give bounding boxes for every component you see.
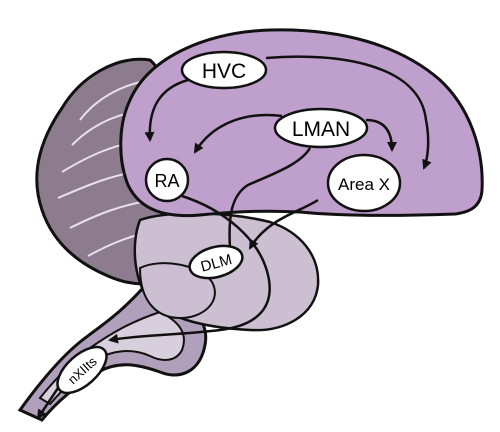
node-lman: LMAN xyxy=(273,107,369,149)
node-dlm: DLM xyxy=(188,244,244,280)
arrow-hvc-to-area-x xyxy=(265,55,432,170)
node-ra-label: RA xyxy=(154,171,179,191)
node-ra: RA xyxy=(144,157,190,203)
arrow-lman-to-area-x xyxy=(365,118,397,152)
node-area-x-label: Area X xyxy=(338,175,390,194)
arrow-nxiits-out xyxy=(36,384,62,420)
arrow-ra-to-nxiits xyxy=(108,194,271,344)
connections xyxy=(36,55,432,420)
node-hvc-label: HVC xyxy=(202,60,246,83)
arrow-hvc-to-ra xyxy=(144,78,189,142)
node-lman-label: LMAN xyxy=(292,118,350,141)
arrow-lman-to-ra xyxy=(193,113,283,154)
arrow-area-x-to-dlm xyxy=(248,198,319,250)
node-area-x: Area X xyxy=(326,153,402,213)
node-hvc: HVC xyxy=(180,50,268,90)
